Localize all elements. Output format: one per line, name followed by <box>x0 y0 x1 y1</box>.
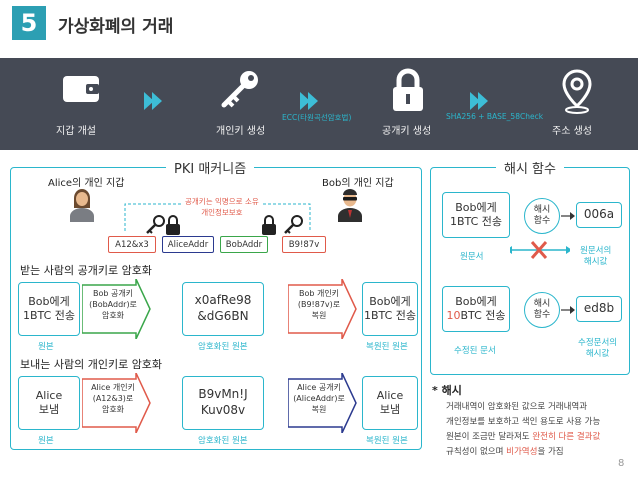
caption-encrypted: 암호화된 원본 <box>198 436 248 446</box>
step-label-private-key: 개인키 생성 <box>216 126 266 137</box>
lock-icon-alice <box>166 215 180 235</box>
page-title: 가상화폐의 거래 <box>58 17 174 37</box>
caption-original: 원본 <box>38 342 54 352</box>
decrypt-arrow <box>288 373 357 433</box>
caption-modified-doc: 수정된 문서 <box>454 346 496 356</box>
ecc-note: ECC(타원곡선암호법) <box>282 113 352 122</box>
bob-avatar <box>338 189 362 222</box>
encrypt-with-alice-private-key: Alice 개인키 (A12&3)로 암호화 <box>91 383 135 414</box>
decrypt-with-alice-public-key: Alice 공개키 (AliceAddr)로 복원 <box>293 383 345 414</box>
private-key-icon-bob <box>284 215 303 234</box>
section-private-key-encrypt: 보내는 사람의 개인키로 암호화 <box>20 358 163 371</box>
pki-title: PKI 매커니즘 <box>166 158 255 177</box>
encrypt-arrow <box>82 279 151 339</box>
private-key-icon-alice <box>146 215 165 234</box>
hash-modified-doc: Bob에게 10BTC 전송 <box>442 286 510 332</box>
hash-value-original: 006a <box>576 202 622 228</box>
caption-restored: 복원된 원본 <box>366 342 408 352</box>
hash-note-body: 거래내역이 암호화된 값으로 거래내역과 개인정보를 보호하고 색인 용도로 사… <box>446 400 600 460</box>
process-flow-bar: 지갑 개설 개인키 생성 ECC(타원곡선암호법) 공개키 생성 SHA256 … <box>0 58 638 150</box>
hash-note-line: 개인정보를 보호하고 색인 용도로 사용 가능 <box>446 416 601 427</box>
hash-note-line: 규칙성이 없으며 비가역성을 가짐 <box>446 446 564 457</box>
hash-output-arrow <box>561 212 575 220</box>
hash-note-line: 원본이 조금만 달라져도 완전히 다른 결과값 <box>446 431 601 442</box>
hash-title: 해시 함수 <box>496 158 564 177</box>
sha-note: SHA256 + BASE_58Check <box>446 112 544 121</box>
decrypt-arrow <box>288 279 357 339</box>
bob-wallet-label: Bob의 개인 지갑 <box>322 178 394 189</box>
encrypt-with-bob-public-key: Bob 공개키 (BobAddr)로 암호화 <box>89 289 137 320</box>
original-doc-box: Alice 보냄 <box>18 376 80 430</box>
alice-private-key-tag: A12&x3 <box>108 236 156 253</box>
section-public-key-encrypt: 받는 사람의 공개키로 암호화 <box>20 264 152 277</box>
decrypt-with-bob-private-key: Bob 개인키 (B9!87v)로 복원 <box>297 289 341 320</box>
play-arrow-icon <box>144 92 162 110</box>
caption-modified-hash: 수정문서의 해시값 <box>578 338 618 360</box>
key-connector-lines <box>124 203 311 231</box>
hash-value-modified: ed8b <box>576 296 622 322</box>
hash-note-line: 거래내역이 암호화된 값으로 거래내역과 <box>446 402 588 412</box>
alice-avatar <box>70 189 94 222</box>
step-label-wallet: 지갑 개설 <box>56 126 96 137</box>
location-pin-icon <box>562 69 592 114</box>
play-arrow-icon <box>470 92 488 110</box>
restored-doc-box: Bob에게 1BTC 전송 <box>362 282 418 336</box>
encrypted-doc-box: x0afRe98 &dG6BN <box>182 282 264 336</box>
padlock-icon <box>393 68 423 111</box>
modified-amount: 10 <box>446 309 461 322</box>
caption-restored: 복원된 원본 <box>366 436 408 446</box>
caption-encrypted: 암호화된 원본 <box>198 342 248 352</box>
key-icon <box>221 71 258 108</box>
alice-address-tag: AliceAddr <box>162 236 214 253</box>
restored-doc-box: Alice 보냄 <box>362 376 418 430</box>
caption-original-doc: 원문서 <box>460 252 484 262</box>
hash-function-node: 해시 함수 <box>524 292 560 328</box>
hash-note-title: * 해시 <box>432 384 462 397</box>
hash-output-arrow <box>561 306 575 314</box>
step-label-public-key: 공개키 생성 <box>382 126 432 137</box>
hash-function-node: 해시 함수 <box>524 198 560 234</box>
encrypt-arrow <box>82 373 151 433</box>
page-number: 8 <box>618 458 625 469</box>
wallet-icon <box>63 76 99 102</box>
anonymous-note: 공개키는 익명으로 소유 개인정보보호 <box>182 196 262 218</box>
original-doc-box: Bob에게 1BTC 전송 <box>18 282 80 336</box>
hash-original-doc: Bob에게 1BTC 전송 <box>442 192 510 238</box>
bob-private-key-tag: B9!87v <box>282 236 326 253</box>
alice-wallet-label: Alice의 개인 지갑 <box>48 178 125 189</box>
encrypted-doc-box: B9vMn!J Kuv08v <box>182 376 264 430</box>
caption-original: 원본 <box>38 436 54 446</box>
section-number: 5 <box>12 6 46 40</box>
hash-mismatch-arrows <box>510 241 570 259</box>
caption-original-hash: 원문서의 해시값 <box>580 246 612 268</box>
play-arrow-icon <box>300 92 318 110</box>
lock-icon-bob <box>262 215 276 235</box>
bob-address-tag: BobAddr <box>220 236 268 253</box>
step-label-address: 주소 생성 <box>552 126 592 137</box>
